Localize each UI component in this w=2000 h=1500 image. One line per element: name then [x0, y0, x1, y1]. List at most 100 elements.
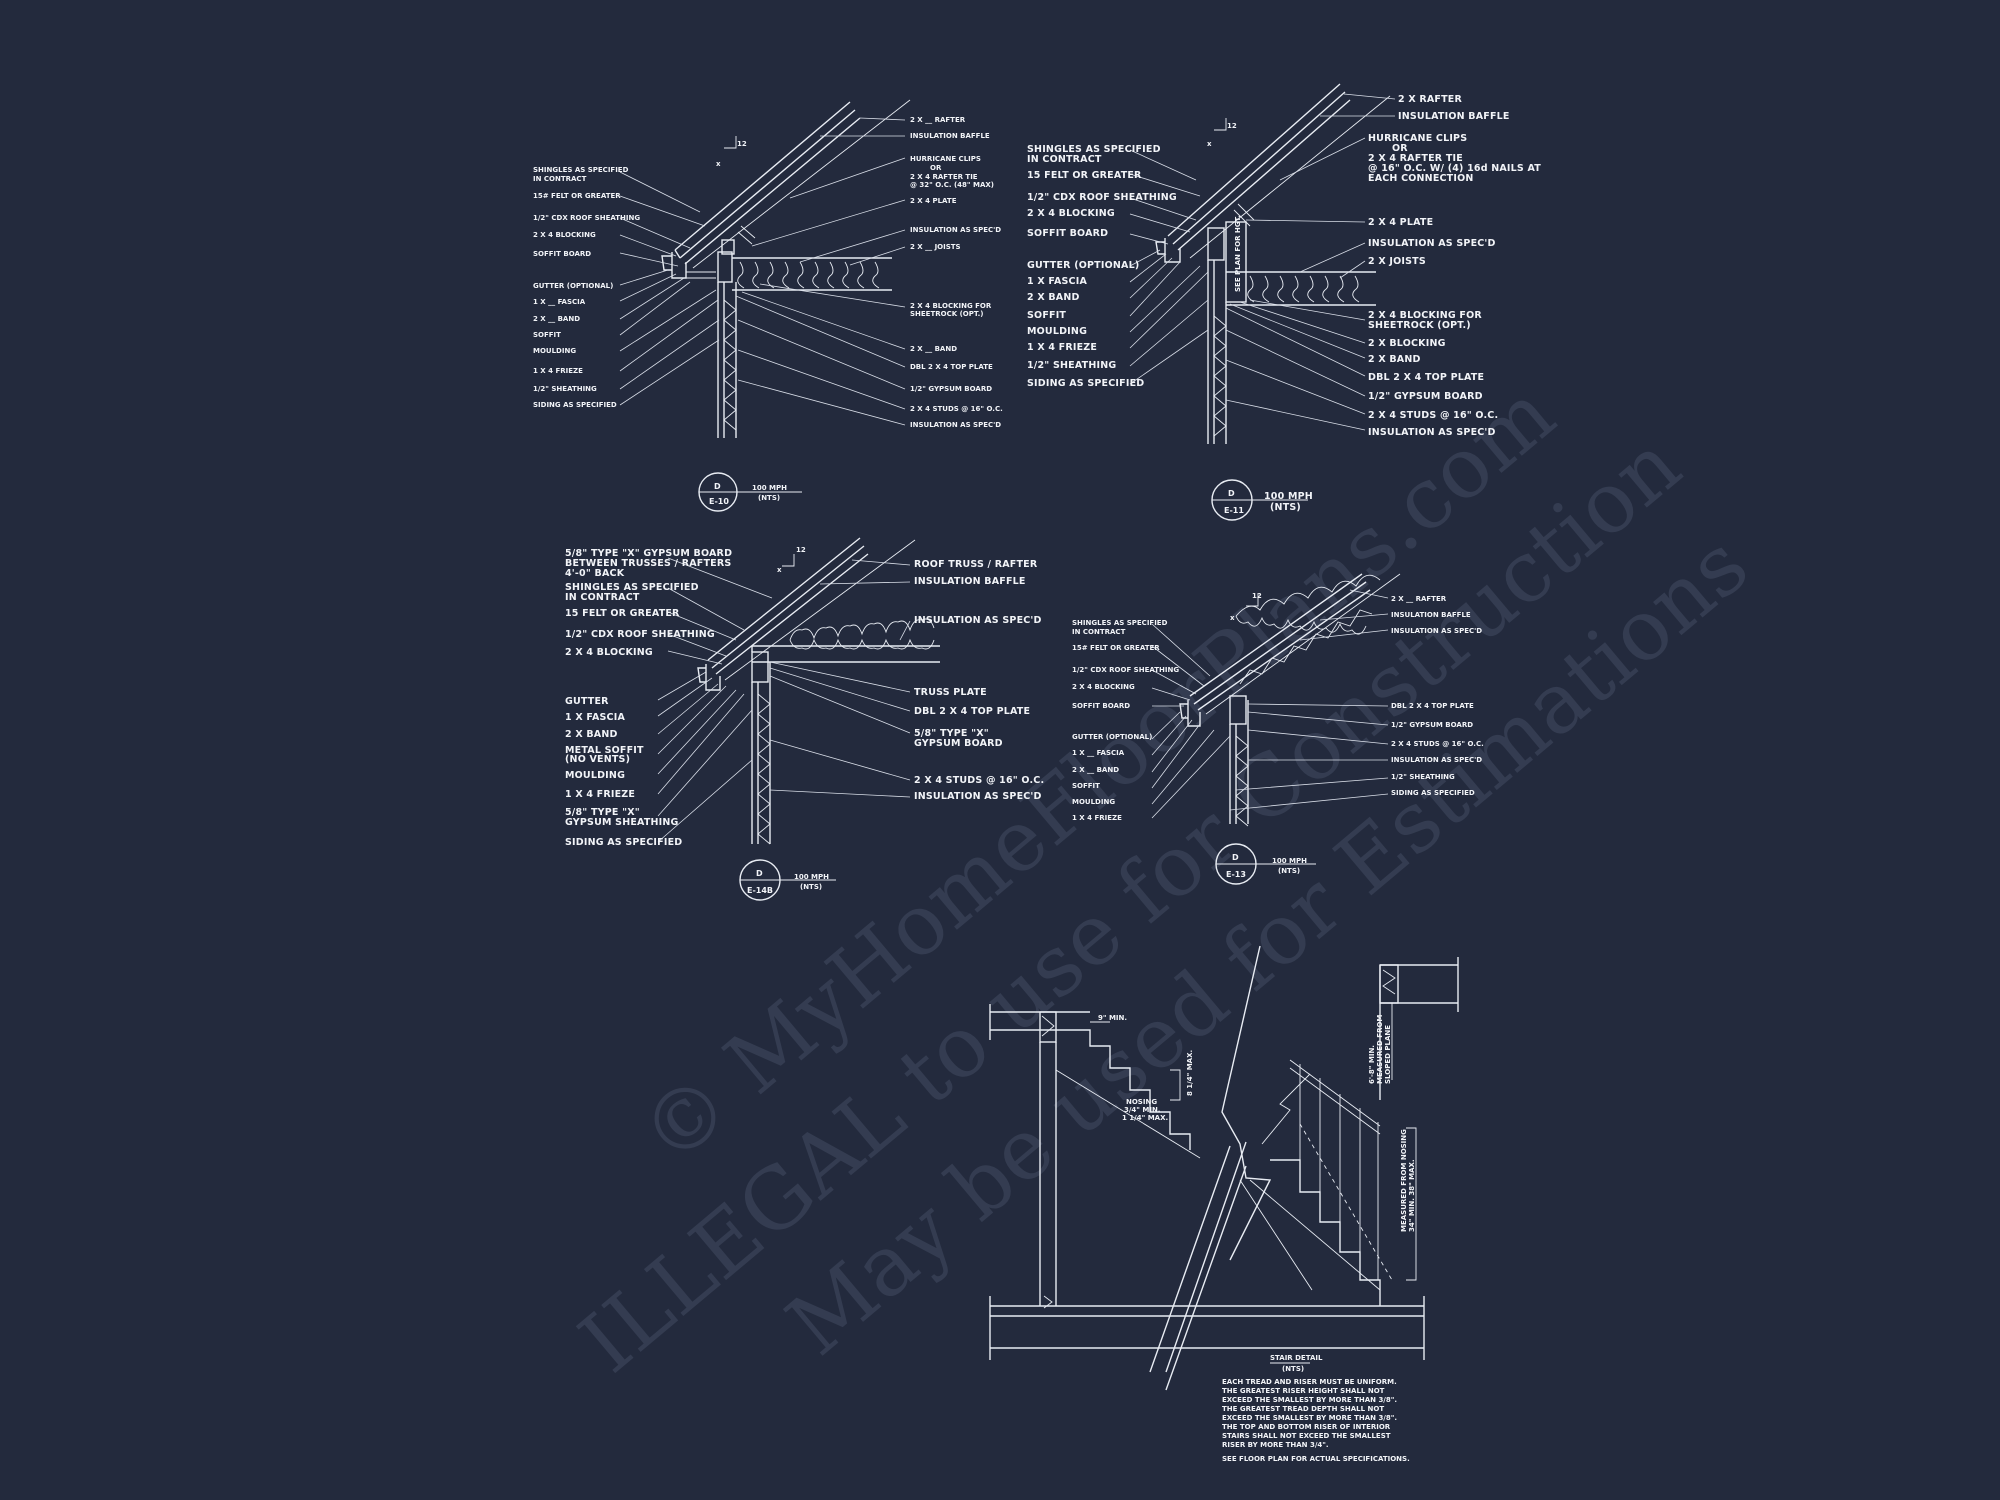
e10-label: 2 X 4 STUDS @ 16" O.C.: [910, 405, 1003, 413]
annotation-label: GUTTER: [565, 696, 609, 707]
e10-label: 15# FELT OR GREATER: [533, 192, 621, 200]
e13-pitch: 12: [1252, 592, 1262, 600]
e10-label: 2 X 4 BLOCKING: [533, 231, 596, 239]
annotation-label: STAIRS SHALL NOT EXCEED THE SMALLEST: [1222, 1432, 1391, 1440]
e10-left-labels: SHINGLES AS SPECIFIED IN CONTRACT 15# FE…: [533, 166, 640, 409]
annotation-label: INSULATION AS SPEC'D: [1368, 427, 1496, 438]
annotation-label: 1 X FASCIA: [565, 712, 625, 723]
annotation-label: INSULATION AS SPEC'D: [914, 615, 1042, 626]
stair-tread-dim: 9" MIN.: [1098, 1014, 1127, 1022]
annotation-label: 5/8" TYPE "X" GYPSUM BOARD: [565, 548, 732, 559]
annotation-label: 2 X BAND: [1368, 354, 1421, 365]
annotation-label: INSULATION BAFFLE: [1391, 611, 1471, 619]
annotation-label: 2 X 4 BLOCKING: [1072, 683, 1135, 691]
annotation-label: E-10: [709, 497, 729, 506]
e13-detail-bubble: D E-13 100 MPH (NTS): [1215, 843, 1316, 885]
annotation-label: 15 FELT OR GREATER: [1027, 170, 1142, 181]
e10-label: 1/2" SHEATHING: [533, 385, 597, 393]
e10-label: 2 X 4 RAFTER TIE: [910, 173, 978, 181]
e10-label: INSULATION AS SPEC'D: [910, 226, 1001, 234]
e14b-detail-bubble: D E-14B 100 MPH (NTS): [739, 859, 836, 901]
annotation-label: 2 X __ RAFTER: [1391, 595, 1447, 603]
annotation-label: 2 X BAND: [565, 729, 618, 740]
annotation-label: THE GREATEST RISER HEIGHT SHALL NOT: [1222, 1387, 1385, 1395]
stair-nosing-2: 3/4" MIN.: [1124, 1106, 1160, 1114]
annotation-label: 15 FELT OR GREATER: [565, 608, 680, 619]
e13-left-labels: SHINGLES AS SPECIFIED IN CONTRACT 15# FE…: [1072, 619, 1179, 822]
e10-label: SOFFIT BOARD: [533, 250, 591, 258]
annotation-label: 1 X __ FASCIA: [1072, 749, 1125, 757]
annotation-label: HURRICANE CLIPS: [1368, 133, 1467, 144]
annotation-label: MOULDING: [1027, 326, 1087, 337]
annotation-label: BETWEEN TRUSSES / RAFTERS: [565, 558, 731, 569]
annotation-label: TRUSS PLATE: [914, 687, 987, 698]
e10-label: 2 X __ BAND: [910, 345, 957, 353]
annotation-label: 5/8" TYPE "X": [914, 728, 989, 739]
e10-label: 2 X __ RAFTER: [910, 116, 966, 124]
annotation-label: 100 MPH: [752, 484, 787, 492]
e14b-pitch: 12: [796, 546, 806, 554]
annotation-label: 1/2" GYPSUM BOARD: [1391, 721, 1473, 729]
e10-label: SOFFIT: [533, 331, 561, 339]
annotation-label: INSULATION BAFFLE: [914, 576, 1026, 587]
stair-handrail-2: 34" MIN. 38" MAX.: [1408, 1159, 1416, 1232]
annotation-label: EXCEED THE SMALLEST BY MORE THAN 3/8".: [1222, 1414, 1397, 1422]
annotation-label: THE GREATEST TREAD DEPTH SHALL NOT: [1222, 1405, 1384, 1413]
annotation-label: 1/2" SHEATHING: [1391, 773, 1455, 781]
e10-label: GUTTER (OPTIONAL): [533, 282, 613, 290]
stair-handrail-1: MEASURED FROM NOSING: [1400, 1129, 1408, 1232]
annotation-label: MOULDING: [1072, 798, 1115, 806]
e11-vertical-note: SEE PLAN FOR HGT.: [1234, 215, 1242, 292]
annotation-label: 2 X 4 STUDS @ 16" O.C.: [1368, 410, 1498, 421]
stair-detail: 9" MIN. 8 1/4" MAX. NOSING 3/4" MIN. 1 1…: [989, 945, 1459, 1463]
annotation-label: 5/8" TYPE "X": [565, 807, 640, 818]
annotation-label: ROOF TRUSS / RAFTER: [914, 559, 1038, 570]
watermark: © MyHomeFloorPlans.com ILLEGAL to use fo…: [561, 364, 1766, 1391]
annotation-label: SHINGLES AS SPECIFIED: [1072, 619, 1168, 627]
annotation-label: D: [1232, 853, 1239, 862]
annotation-label: 100 MPH: [794, 873, 829, 881]
e10-label: SIDING AS SPECIFIED: [533, 401, 617, 409]
e10-label: IN CONTRACT: [533, 175, 587, 183]
annotation-label: SOFFIT: [1072, 782, 1100, 790]
e10-label: 1/2" CDX ROOF SHEATHING: [533, 214, 640, 222]
annotation-label: 1/2" CDX ROOF SHEATHING: [565, 629, 715, 640]
annotation-label: 100 MPH: [1264, 491, 1313, 502]
e10-right-labels: 2 X __ RAFTER INSULATION BAFFLE HURRICAN…: [910, 116, 1003, 429]
annotation-label: 2 X 4 STUDS @ 16" O.C.: [1391, 740, 1484, 748]
annotation-label: @ 16" O.C. W/ (4) 16d NAILS AT: [1368, 163, 1541, 174]
annotation-label: DBL 2 X 4 TOP PLATE: [1391, 702, 1474, 710]
annotation-label: 1 X FASCIA: [1027, 276, 1087, 287]
annotation-label: SOFFIT: [1027, 310, 1066, 321]
e11-detail-bubble: D E-11 100 MPH (NTS): [1211, 479, 1313, 521]
annotation-label: SIDING AS SPECIFIED: [1027, 378, 1144, 389]
e13-right-labels: 2 X __ RAFTER INSULATION BAFFLE INSULATI…: [1391, 595, 1484, 797]
e10-label: @ 32" O.C. (48" MAX): [910, 181, 994, 189]
annotation-label: 2 X 4 BLOCKING: [565, 647, 653, 658]
stair-headroom-3: SLOPED PLANE: [1384, 1025, 1392, 1084]
watermark-line-2: ILLEGAL to use for Construction: [561, 415, 1698, 1391]
annotation-label: THE TOP AND BOTTOM RISER OF INTERIOR: [1222, 1423, 1391, 1431]
annotation-label: 2 X 4 BLOCKING FOR: [1368, 310, 1482, 321]
stair-riser-dim: 8 1/4" MAX.: [1186, 1050, 1194, 1096]
annotation-label: 2 X 4 PLATE: [1368, 217, 1433, 228]
annotation-label: x: [1230, 614, 1235, 622]
annotation-label: 1 X 4 FRIEZE: [565, 789, 635, 800]
annotation-label: INSULATION AS SPEC'D: [914, 791, 1042, 802]
annotation-label: INSULATION BAFFLE: [1398, 111, 1510, 122]
annotation-label: EXCEED THE SMALLEST BY MORE THAN 3/8".: [1222, 1396, 1397, 1404]
annotation-label: RISER BY MORE THAN 3/4".: [1222, 1441, 1329, 1449]
e10-label: INSULATION BAFFLE: [910, 132, 990, 140]
annotation-label: EACH CONNECTION: [1368, 173, 1474, 184]
annotation-label: METAL SOFFIT: [565, 745, 644, 756]
e10-label: SHEETROCK (OPT.): [910, 310, 983, 318]
annotation-label: GUTTER (OPTIONAL): [1072, 733, 1152, 741]
annotation-label: 1 X 4 FRIEZE: [1027, 342, 1097, 353]
annotation-label: 1/2" GYPSUM BOARD: [1368, 391, 1483, 402]
e14b-right-labels: ROOF TRUSS / RAFTER INSULATION BAFFLE IN…: [914, 559, 1044, 802]
annotation-label: 2 X RAFTER: [1398, 94, 1462, 105]
e10-label: SHINGLES AS SPECIFIED: [533, 166, 629, 174]
stair-notes: EACH TREAD AND RISER MUST BE UNIFORM. TH…: [1222, 1378, 1410, 1463]
annotation-label: (NTS): [1278, 867, 1300, 875]
